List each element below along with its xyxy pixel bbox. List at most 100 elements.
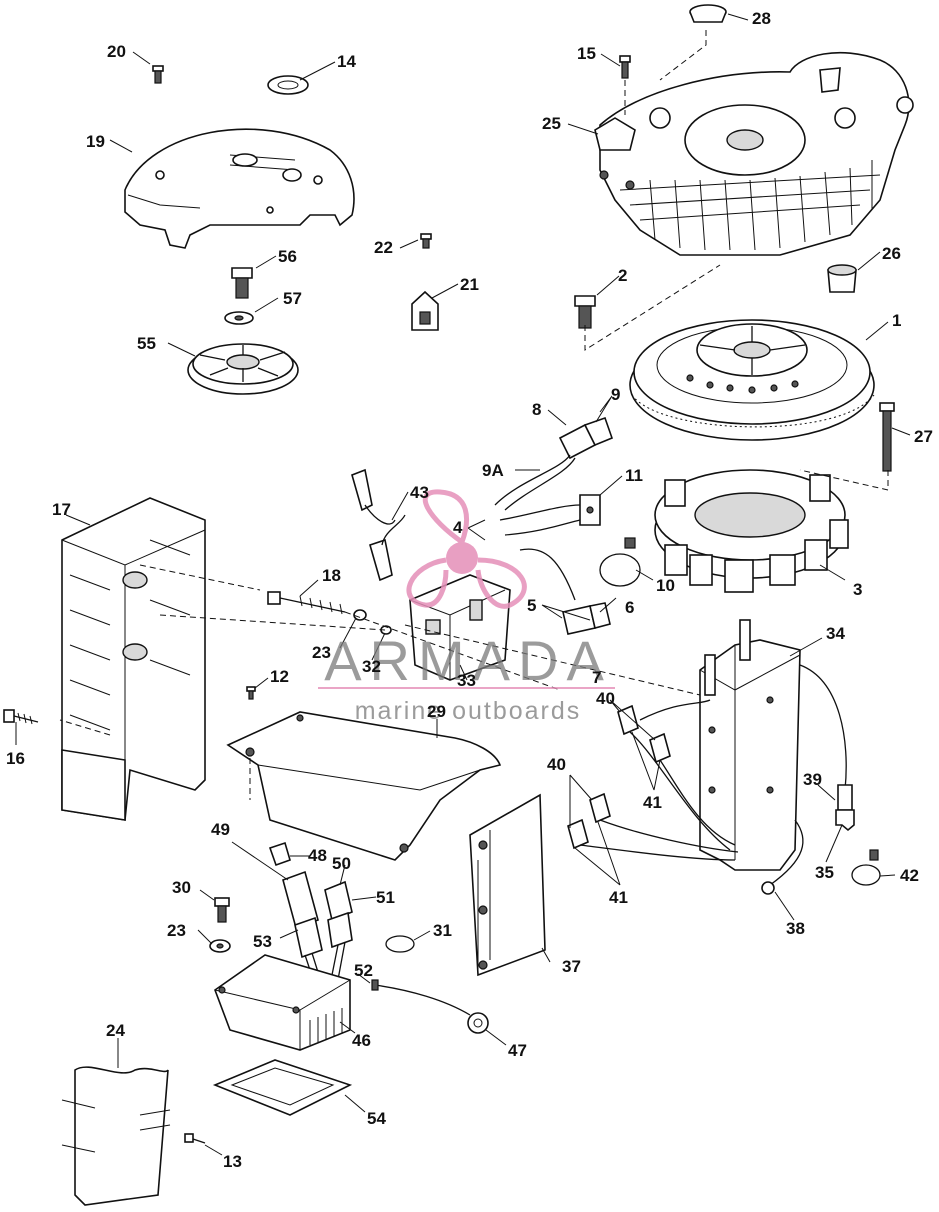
- label-11: 11: [625, 466, 643, 485]
- part-21-clip: [411, 290, 439, 331]
- part-16-screw: [3, 709, 39, 725]
- guide-lines: [59, 30, 889, 800]
- label-48: 48: [308, 846, 327, 865]
- label-46: 46: [352, 1031, 371, 1050]
- label-30: 30: [172, 878, 191, 897]
- label-3: 3: [853, 580, 862, 599]
- label-18: 18: [322, 566, 341, 585]
- label-27: 27: [914, 427, 933, 446]
- label-13: 13: [223, 1152, 242, 1171]
- label-9: 9: [611, 385, 620, 404]
- part-23-washer-upper: [353, 609, 367, 621]
- part-56-bolt: [231, 267, 253, 299]
- label-56: 56: [278, 247, 297, 266]
- part-5-6-connector: [562, 602, 611, 635]
- label-55: 55: [137, 334, 156, 353]
- part-31-clip: [385, 935, 415, 953]
- label-12: 12: [270, 667, 289, 686]
- label-50: 50: [332, 854, 351, 873]
- label-24: 24: [106, 1021, 125, 1040]
- label-19: 19: [86, 132, 105, 151]
- label-40b: 40: [547, 755, 566, 774]
- part-10-strap: [599, 537, 641, 587]
- part-30-screw: [214, 897, 230, 923]
- part-34-bracket: [699, 619, 801, 871]
- part-17-housing: [61, 497, 206, 821]
- leader-lines: [15, 13, 911, 1156]
- part-8-9-connectors: [494, 416, 614, 601]
- label-10: 10: [656, 576, 675, 595]
- label-41b: 41: [609, 888, 628, 907]
- label-31: 31: [433, 921, 452, 940]
- part-1-flywheel: [629, 319, 875, 441]
- part-37-shield: [469, 793, 546, 977]
- label-34: 34: [826, 624, 845, 643]
- label-21: 21: [460, 275, 479, 294]
- label-26: 26: [882, 244, 901, 263]
- label-42: 42: [900, 866, 919, 885]
- part-14-grommet: [267, 75, 309, 95]
- part-13-screw: [184, 1133, 206, 1144]
- label-6: 6: [625, 598, 634, 617]
- part-43-plug-caps: [351, 468, 406, 582]
- part-29-cover: [226, 711, 502, 861]
- part-23-washer-lower: [209, 939, 231, 953]
- part-35-39-terminal: [799, 664, 855, 832]
- watermark-brand: ARMADA: [324, 629, 612, 692]
- label-5: 5: [527, 596, 536, 615]
- label-53: 53: [253, 932, 272, 951]
- label-39: 39: [803, 770, 822, 789]
- part-26-bushing: [827, 264, 857, 293]
- part-47-52-ground-wire: [371, 979, 489, 1034]
- part-24-cover: [61, 1066, 171, 1206]
- part-42-clamp: [851, 849, 881, 886]
- label-20: 20: [107, 42, 126, 61]
- label-16: 16: [6, 749, 25, 768]
- label-23b: 23: [167, 921, 186, 940]
- label-51: 51: [376, 888, 395, 907]
- part-12-screw: [246, 686, 256, 700]
- part-11-clip: [579, 494, 601, 526]
- part-18-bolt: [267, 591, 346, 615]
- part-57-washer: [224, 311, 254, 325]
- part-55-pulley: [187, 343, 299, 395]
- part-28-cap: [689, 4, 727, 23]
- armada-logo-mark: [406, 489, 527, 609]
- label-22: 22: [374, 238, 393, 257]
- label-14: 14: [337, 52, 356, 71]
- label-43: 43: [410, 483, 429, 502]
- label-25: 25: [542, 114, 561, 133]
- label-40a: 40: [596, 689, 615, 708]
- part-54-gasket: [212, 1059, 353, 1116]
- label-29: 29: [427, 702, 446, 721]
- label-38: 38: [786, 919, 805, 938]
- label-8: 8: [532, 400, 541, 419]
- label-7: 7: [592, 668, 601, 687]
- label-54: 54: [367, 1109, 386, 1128]
- label-47: 47: [508, 1041, 527, 1060]
- label-2: 2: [618, 266, 627, 285]
- label-23a: 23: [312, 643, 331, 662]
- part-19-cover-plate: [124, 128, 355, 249]
- label-57: 57: [283, 289, 302, 308]
- part-22-screw: [420, 233, 432, 249]
- label-33: 33: [457, 671, 476, 690]
- label-35: 35: [815, 863, 834, 882]
- part-labels: 1 2 3 4 5 6 7 8 9 9A 10 11 12 13 14 15 1…: [6, 9, 933, 1171]
- label-52: 52: [354, 961, 373, 980]
- part-27-bolt: [879, 402, 895, 472]
- part-38-ground-wire: [761, 819, 804, 895]
- part-2-bolt: [574, 295, 596, 329]
- watermark-tagline: marine outboards: [355, 697, 582, 725]
- part-25-housing: [594, 51, 914, 256]
- label-28: 28: [752, 9, 771, 28]
- part-15-screw: [619, 55, 631, 79]
- label-17: 17: [52, 500, 71, 519]
- part-40-41-coil-wires: [567, 699, 739, 861]
- label-49: 49: [211, 820, 230, 839]
- label-32: 32: [362, 657, 381, 676]
- label-4: 4: [453, 518, 463, 537]
- label-9a: 9A: [482, 461, 504, 480]
- part-20-screw: [152, 65, 164, 84]
